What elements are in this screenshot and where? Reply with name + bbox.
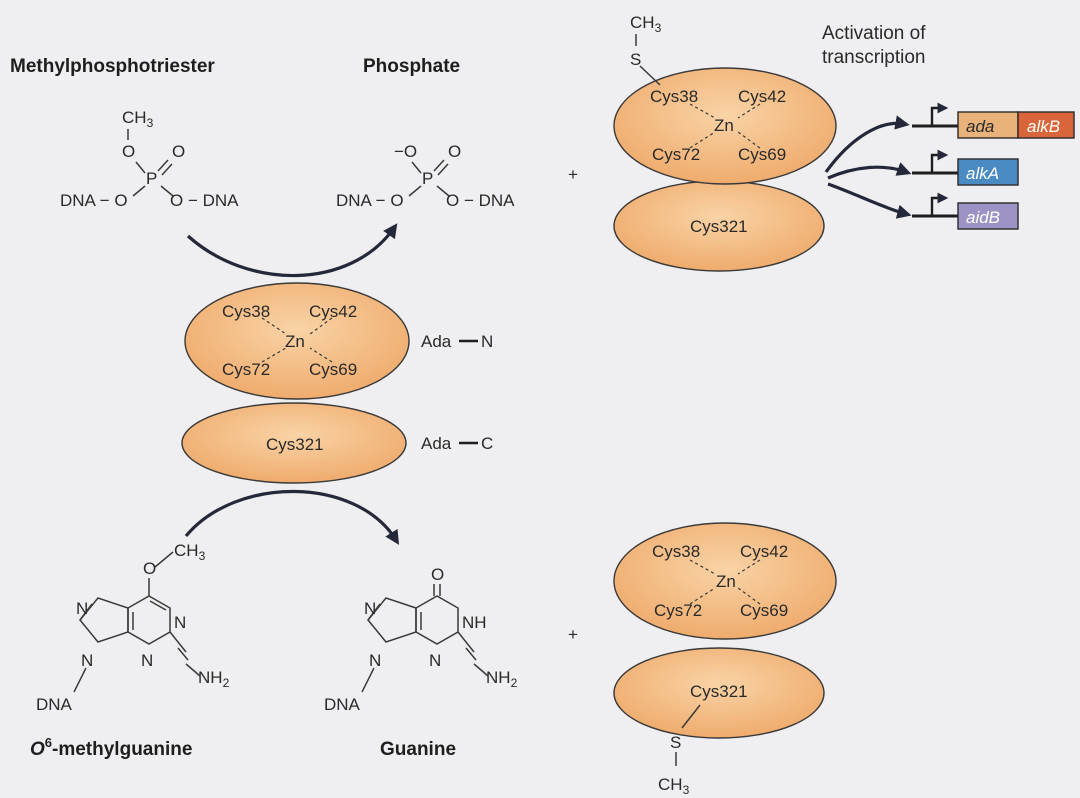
top-cys72: Cys72 — [652, 145, 700, 164]
gene-aidb: aidB — [957, 202, 1019, 230]
top-sulfur: S — [630, 50, 641, 69]
methylguanine-n3: N — [141, 651, 153, 670]
phosphate-double-oxygen: O — [448, 142, 461, 161]
transcription-arrows — [824, 115, 912, 219]
bottom-ada-n-domain — [613, 522, 837, 640]
guanine-structure: O N NH N N NH2 DNA — [324, 565, 518, 714]
phosphorus-atom: P — [146, 169, 157, 188]
methylguanine-title: O6-methylguanine — [30, 735, 192, 760]
bottom-cys72: Cys72 — [654, 601, 702, 620]
methylguanine-dna: DNA — [36, 695, 73, 714]
top-ada-n-domain — [613, 67, 837, 185]
cys42-label: Cys42 — [309, 302, 357, 321]
plus-bottom: + — [568, 625, 578, 644]
ester-oxygen: O — [122, 142, 135, 161]
svg-text:aidB: aidB — [966, 208, 1000, 227]
top-reaction-arrow — [186, 223, 398, 278]
double-bond-oxygen: O — [172, 142, 185, 161]
arrow-to-aidb — [827, 182, 912, 219]
zinc-site-center: Cys38 Cys42 Zn Cys72 Cys69 — [222, 302, 357, 379]
bottom-ada-c-domain — [613, 647, 825, 739]
bottom-cys321: Cys321 — [690, 682, 748, 701]
methylphosphotriester-title: Methylphosphotriester — [10, 56, 215, 77]
phosphate-dna-o-left: DNA − O — [336, 191, 404, 210]
guanine-n7: N — [364, 599, 376, 618]
ada-c-label: Ada C — [421, 434, 493, 453]
top-s-methyl: CH3 — [630, 13, 662, 35]
zn-label: Zn — [285, 332, 305, 351]
activation-line1: Activation of — [822, 23, 926, 44]
methylguanine-nh2: NH2 — [198, 668, 230, 690]
methylated-ada-bottom: Cys38 Cys42 Zn Cys72 Cys69 Cys321 S CH3 — [613, 522, 837, 797]
promoter-aidb — [912, 192, 958, 218]
ch3-label: CH3 — [122, 108, 154, 130]
guanine-carbonyl-oxygen: O — [431, 565, 444, 584]
gene-alkb: alkB — [1017, 111, 1075, 139]
gene-alka: alkA — [957, 158, 1019, 186]
phosphate-structure: −O P O DNA − O O − DNA — [336, 142, 515, 210]
bottom-s-methyl: CH3 — [658, 775, 690, 797]
methylguanine-ch3: CH3 — [174, 541, 206, 563]
plus-top: + — [568, 165, 578, 184]
bottom-sulfur: S — [670, 733, 681, 752]
svg-text:alkA: alkA — [966, 164, 999, 183]
cys38-label: Cys38 — [222, 302, 270, 321]
methylguanine-suffix: -methylguanine — [52, 739, 192, 760]
bottom-cys69: Cys69 — [740, 601, 788, 620]
guanine-dna: DNA — [324, 695, 361, 714]
phosphate-o-dna-right: O − DNA — [446, 191, 515, 210]
guanine-n3: N — [429, 651, 441, 670]
svg-text:C: C — [481, 434, 493, 453]
methylguanine-structure: CH3 O N N N N NH2 DNA — [36, 541, 230, 714]
bottom-cys42: Cys42 — [740, 542, 788, 561]
arrow-to-alka — [827, 162, 912, 180]
bottom-cys38: Cys38 — [652, 542, 700, 561]
methylphosphotriester-structure: CH3 O P O DNA − O O − DNA — [60, 108, 239, 210]
svg-text:Ada: Ada — [421, 434, 452, 453]
ada-n-label: Ada N — [421, 332, 493, 351]
top-cys69: Cys69 — [738, 145, 786, 164]
methylguanine-n9: N — [81, 651, 93, 670]
methylguanine-n7: N — [76, 599, 88, 618]
bottom-zn: Zn — [716, 572, 736, 591]
top-cys38: Cys38 — [650, 87, 698, 106]
methylguanine-superscript: 6 — [45, 735, 52, 750]
o-dna-right: O − DNA — [170, 191, 239, 210]
promoter-alka — [912, 149, 958, 175]
gene-ada: ada — [957, 111, 1019, 139]
ada-c-terminal-domain — [181, 402, 407, 484]
cys72-label: Cys72 — [222, 360, 270, 379]
top-cys42: Cys42 — [738, 87, 786, 106]
phosphate-phosphorus: P — [422, 169, 433, 188]
cys321-label: Cys321 — [266, 435, 324, 454]
guanine-n9: N — [369, 651, 381, 670]
ada-n-terminal-domain — [184, 282, 410, 400]
top-cys321: Cys321 — [690, 217, 748, 236]
guanine-nh: NH — [462, 613, 487, 632]
phosphate-title: Phosphate — [363, 56, 460, 77]
promoter-ada — [912, 102, 958, 128]
arrow-to-ada — [824, 115, 910, 173]
methylguanine-oxygen: O — [143, 559, 156, 578]
activation-line2: transcription — [822, 47, 926, 68]
bottom-reaction-arrow — [184, 489, 400, 545]
guanine-title: Guanine — [380, 739, 456, 760]
top-zn: Zn — [714, 116, 734, 135]
methylguanine-prefix: O — [30, 739, 45, 760]
methylguanine-n1: N — [174, 613, 186, 632]
dna-o-left: DNA − O — [60, 191, 128, 210]
svg-text:alkB: alkB — [1027, 117, 1060, 136]
svg-text:N: N — [481, 332, 493, 351]
svg-text:Ada: Ada — [421, 332, 452, 351]
methylated-ada-top: CH3 S Cys38 Cys42 Zn Cys72 Cys69 Cys321 — [613, 13, 837, 272]
negative-oxygen: −O — [394, 142, 417, 161]
cys69-label: Cys69 — [309, 360, 357, 379]
guanine-nh2: NH2 — [486, 668, 518, 690]
svg-text:ada: ada — [966, 117, 994, 136]
